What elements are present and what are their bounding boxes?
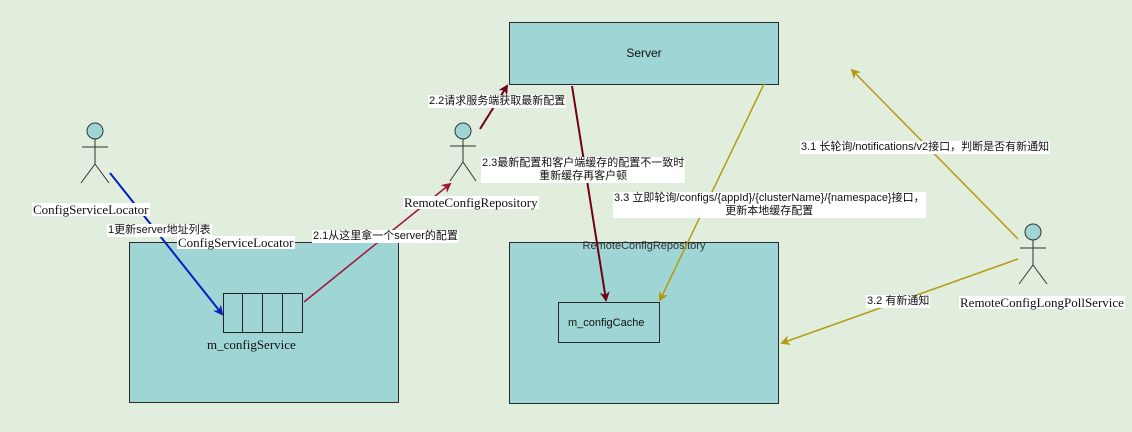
edge-update-server-list <box>109 172 224 316</box>
edge-label-1: 1更新server地址列表 <box>107 224 212 237</box>
actor-locator-label: ConfigServiceLocator <box>32 202 150 217</box>
edge-label-2-3: 2.3最新配置和客户端缓存的配置不一致时 重新缓存再客户顿 <box>481 157 686 183</box>
config-cache-label: m_configCache <box>568 317 645 329</box>
actor-long-poll-service <box>1018 223 1048 285</box>
edge-label-3-1: 3.1 长轮询/notifications/v2接口，判断是否有新通知 <box>800 141 1051 154</box>
edge-cache-update <box>571 85 610 302</box>
edge-long-poll <box>850 68 1019 240</box>
edge-label-3-2: 3.2 有新通知 <box>866 295 931 308</box>
config-cache-box: m_configCache <box>558 302 660 343</box>
server-label: Server <box>626 46 662 60</box>
edge-label-3-3-line1: 3.3 立即轮询/configs/{appId}/{clusterName}/{… <box>614 192 925 204</box>
edge-label-3-3-line2: 更新本地缓存配置 <box>725 205 814 217</box>
queue-cell <box>282 294 283 332</box>
actor-long-poll-label: RemoteConfigLongPollService <box>959 295 1125 310</box>
actor-config-service-locator <box>80 122 110 184</box>
queue-cell <box>242 294 243 332</box>
config-service-queue <box>223 293 303 333</box>
edge-label-2-3-line1: 2.3最新配置和客户端缓存的配置不一致时 <box>482 157 685 169</box>
edge-label-3-3: 3.3 立即轮询/configs/{appId}/{clusterName}/{… <box>613 192 926 218</box>
remote-config-repository-box-label: RemoteConfigRepository <box>582 240 706 252</box>
edge-label-2-3-line2: 重新缓存再客户顿 <box>539 170 628 182</box>
server-box: Server <box>509 22 779 85</box>
config-service-label: m_configService <box>207 337 296 352</box>
actor-remote-config-repository <box>449 122 477 182</box>
edge-label-2-1: 2.1从这里拿一个server的配置 <box>312 230 459 243</box>
config-service-locator-box-label: ConfigServiceLocator <box>177 235 295 250</box>
queue-cell <box>262 294 263 332</box>
edge-label-2-2: 2.2请求服务端获取最新配置 <box>428 95 567 108</box>
actor-repository-label: RemoteConfigRepository <box>403 195 539 210</box>
